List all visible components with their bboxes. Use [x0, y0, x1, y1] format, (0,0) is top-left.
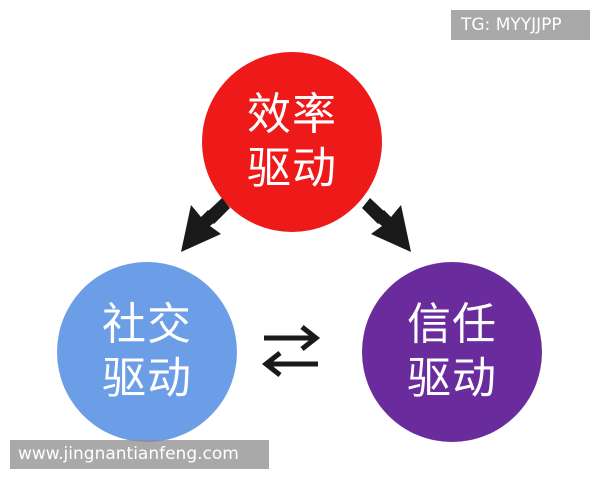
efficiency-drive-node: 效率 驱动 — [202, 52, 382, 232]
social-drive-node: 社交 驱动 — [57, 262, 237, 442]
arrow-down-right-icon — [362, 198, 411, 252]
trust-node-line1: 信任 — [407, 299, 497, 350]
social-node-line1: 社交 — [102, 299, 192, 350]
bidirectional-arrows-icon — [261, 325, 321, 377]
tg-watermark: TG: MYYJJPP — [451, 10, 590, 40]
trust-drive-node: 信任 驱动 — [362, 262, 542, 442]
efficiency-node-line2: 驱动 — [247, 143, 337, 194]
trust-node-line2: 驱动 — [407, 353, 497, 404]
arrow-down-left-icon — [181, 198, 230, 252]
website-watermark: www.jingnantianfeng.com — [10, 440, 269, 469]
efficiency-node-line1: 效率 — [247, 89, 337, 140]
social-node-line2: 驱动 — [102, 353, 192, 404]
